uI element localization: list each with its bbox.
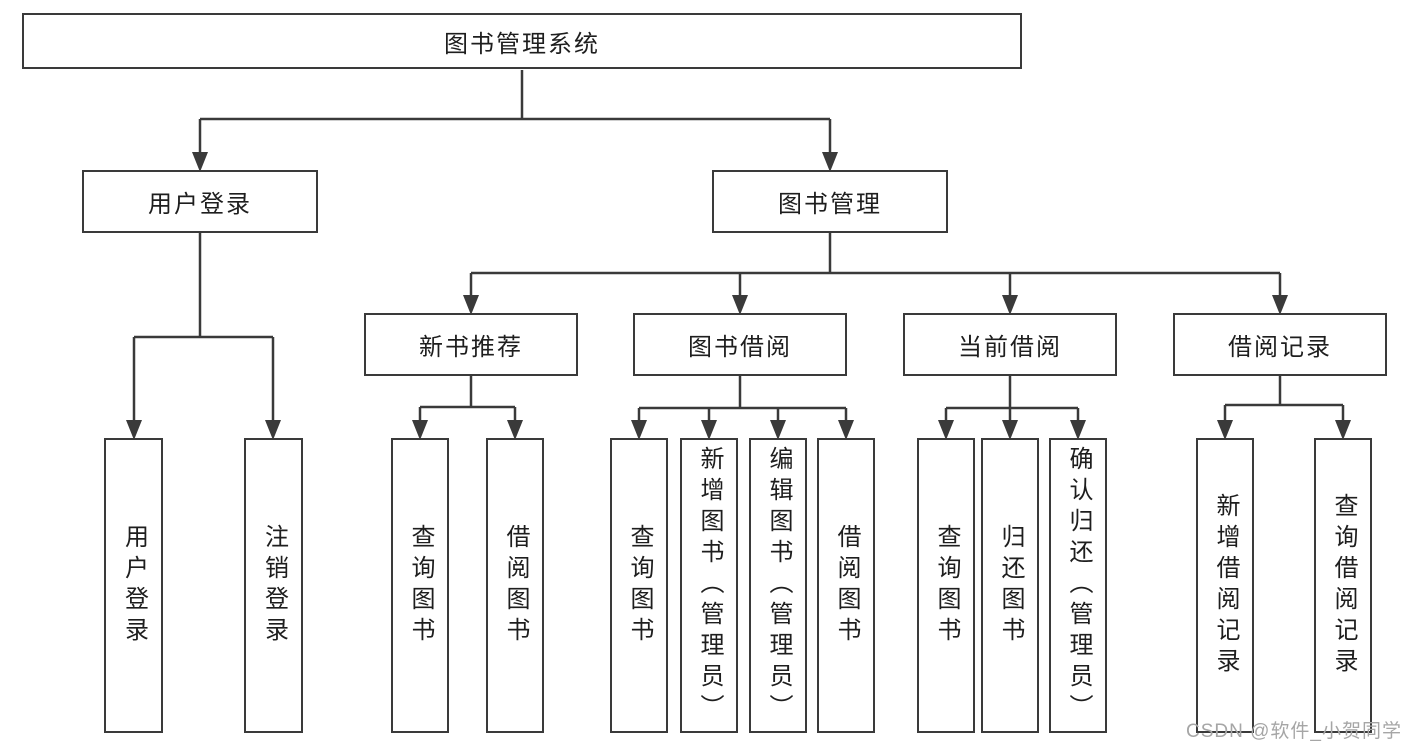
node-new-book-recommend: 新书推荐 <box>364 313 578 376</box>
node-leaf-borrow-books-2: 借阅图书 <box>817 438 875 733</box>
node-leaf-query-books-2: 查询图书 <box>610 438 668 733</box>
node-leaf-confirm-return-admin: 确认归还（管理员） <box>1049 438 1107 733</box>
node-leaf-edit-book-admin: 编辑图书（管理员） <box>749 438 807 733</box>
node-leaf-query-books-1: 查询图书 <box>391 438 449 733</box>
node-leaf-query-books-3: 查询图书 <box>917 438 975 733</box>
node-borrowing-records: 借阅记录 <box>1173 313 1387 376</box>
node-leaf-add-book-admin: 新增图书（管理员） <box>680 438 738 733</box>
node-current-borrowing: 当前借阅 <box>903 313 1117 376</box>
node-leaf-logout: 注销登录 <box>244 438 303 733</box>
node-leaf-query-borrow-record: 查询借阅记录 <box>1314 438 1372 733</box>
node-user-login: 用户登录 <box>82 170 318 233</box>
node-leaf-return-book: 归还图书 <box>981 438 1039 733</box>
node-leaf-add-borrow-record: 新增借阅记录 <box>1196 438 1254 733</box>
node-leaf-user-login: 用户登录 <box>104 438 163 733</box>
csdn-watermark: CSDN @软件_小贺同学 <box>1186 721 1402 742</box>
node-system-root: 图书管理系统 <box>22 13 1022 69</box>
node-leaf-borrow-books-1: 借阅图书 <box>486 438 544 733</box>
node-book-borrowing: 图书借阅 <box>633 313 847 376</box>
node-book-management: 图书管理 <box>712 170 948 233</box>
